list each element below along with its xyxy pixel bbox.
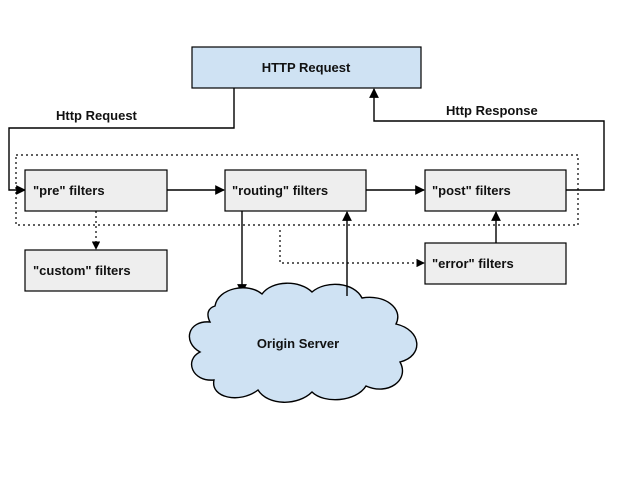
pre-filters-label: "pre" filters: [33, 183, 105, 198]
origin-server-cloud: [188, 282, 418, 403]
edge-http-request-to-pre: [8, 88, 235, 195]
edge-routing-to-error: [279, 230, 425, 268]
custom-filters-box: [24, 249, 168, 292]
error-filters-label: "error" filters: [432, 256, 514, 271]
origin-server-label: Origin Server: [257, 336, 339, 351]
edge-post-to-http-response: [369, 88, 605, 191]
routing-filters-box: [224, 169, 367, 212]
http-response-edge-label: Http Response: [446, 103, 538, 118]
http-request-edge-label: Http Request: [56, 108, 138, 123]
routing-filters-label: "routing" filters: [232, 183, 328, 198]
custom-filters-label: "custom" filters: [33, 263, 131, 278]
http-request-label: HTTP Request: [262, 60, 351, 75]
pre-filters-box: [24, 169, 168, 212]
post-filters-box: [424, 169, 567, 212]
post-filters-label: "post" filters: [432, 183, 511, 198]
error-filters-box: [424, 242, 567, 285]
http-request-box: [191, 46, 422, 89]
